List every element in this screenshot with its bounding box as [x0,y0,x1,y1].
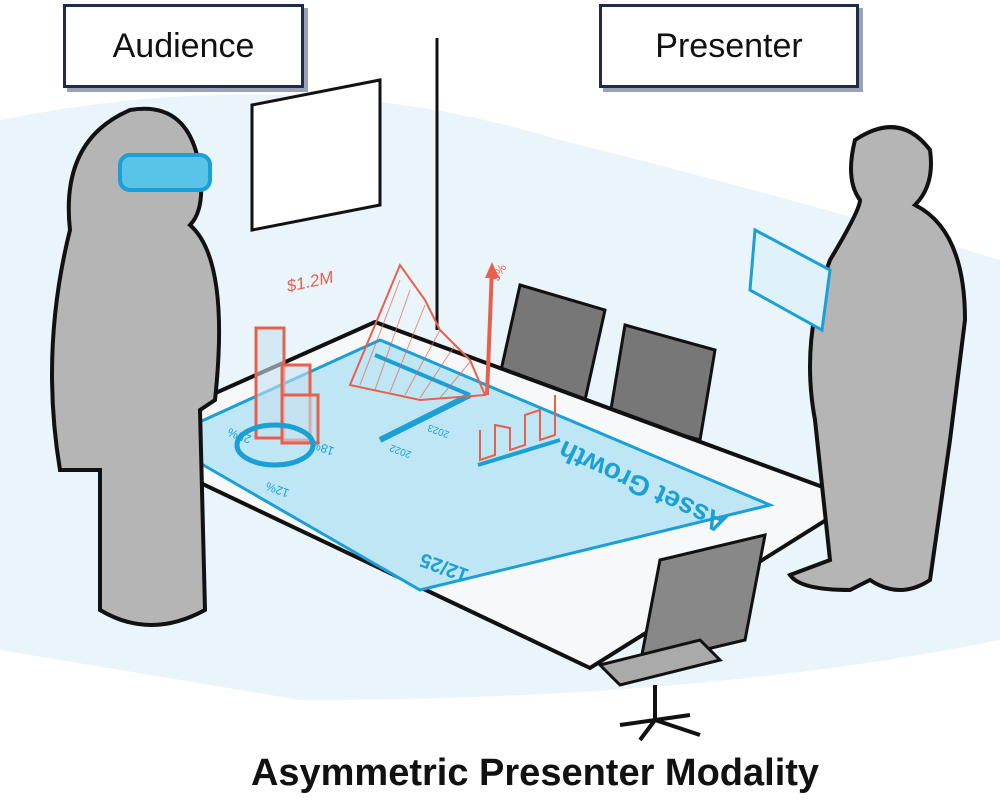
hologram-growth-arrow [485,267,494,396]
table-mini-bar-chart [477,395,561,467]
presenter-label-text: Presenter [655,26,803,65]
presenter-label: Presenter [599,4,859,88]
presenter-figure [748,125,968,593]
audience-figure [50,106,222,627]
wall-frame [250,78,382,232]
chart-axis-x [378,392,472,443]
figure-caption: Asymmetric Presenter Modality [250,752,820,794]
chart-axis-z [374,353,471,397]
hologram-bar-chart [234,326,320,468]
vr-headset-icon [118,153,212,192]
chair-front [638,533,767,667]
audience-label-text: Audience [112,26,255,65]
tablet-icon [748,227,832,333]
audience-label: Audience [63,4,304,88]
